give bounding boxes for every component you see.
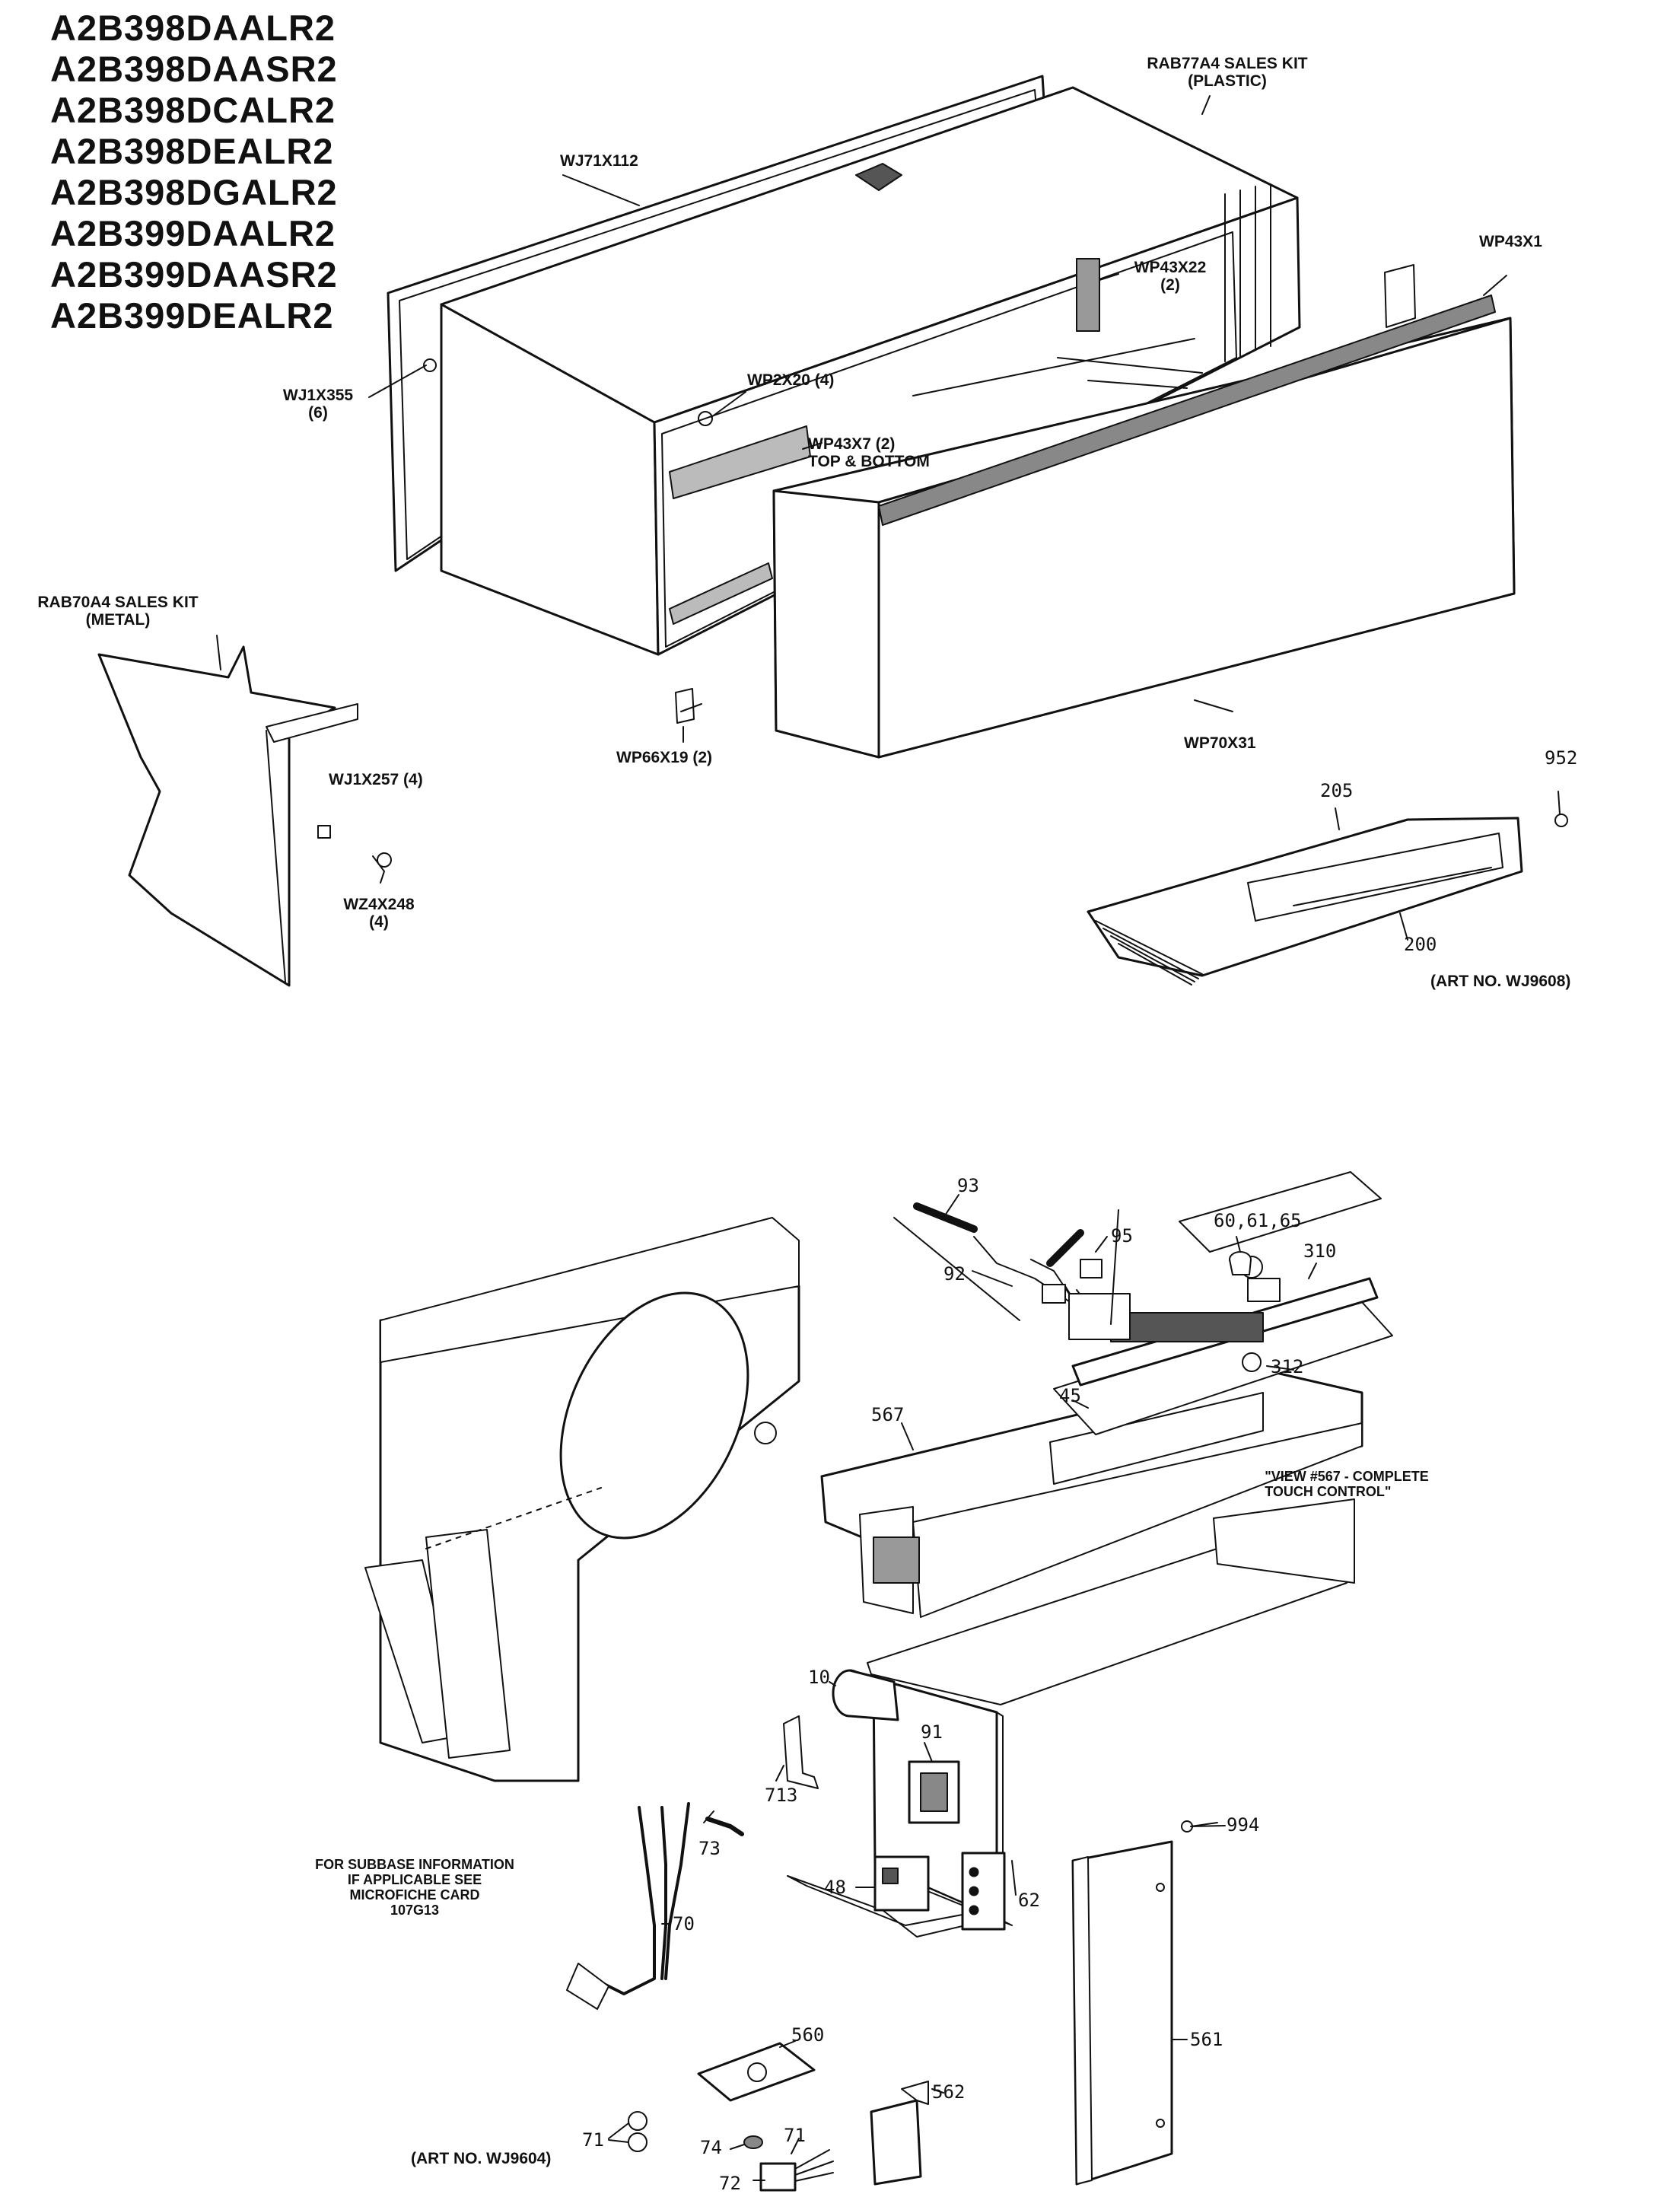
view-note-line: "VIEW #567 - COMPLETE [1265,1469,1429,1484]
part-number-70: 70 [673,1913,695,1934]
harness-92-93-95 [893,1202,1131,1340]
view-567-note: "VIEW #567 - COMPLETE TOUCH CONTROL" [1265,1469,1429,1499]
part-label-wp43x22: WP43X22 (2) [1134,259,1207,294]
model-number: A2B399DAALR2 [50,213,336,253]
part-number-72: 72 [719,2173,741,2194]
part-number-312: 312 [1271,1356,1304,1377]
touch-control-chassis-567 [820,1368,1363,1618]
control-bezel-205-200 [1087,814,1568,986]
knob-60-61-65 [1229,1251,1252,1275]
part-number-93: 93 [957,1175,979,1196]
part-label-wz4x248: WZ4X248 (4) [343,896,414,931]
capacitor-10 [832,1669,899,1721]
part-number-71: 71 [582,2129,604,2151]
part-number-71: 71 [784,2125,806,2146]
bracket-562 [870,2081,929,2186]
part-number-205: 205 [1320,780,1354,801]
part-number-92: 92 [943,1263,966,1285]
transformer-91 [908,1760,960,1824]
part-label-wp2x20: WP2X20 (4) [747,371,835,389]
model-number: A2B399DAASR2 [50,254,338,295]
part-number-45: 45 [1059,1385,1081,1406]
relay-48 [873,1855,930,1912]
model-number: A2B398DCALR2 [50,90,336,130]
model-number: A2B398DEALR2 [50,131,334,171]
sales-kit-metal-label: RAB70A4 SALES KIT (METAL) [37,594,198,629]
sales-kit-plastic-line: (PLASTIC) [1188,72,1267,90]
cable-clip-73 [705,1817,744,1836]
model-number: A2B398DAASR2 [50,49,338,89]
part-number-62: 62 [1018,1890,1040,1911]
model-number: A2B398DGALR2 [50,172,338,212]
part-label-qty: (2) [1160,276,1180,294]
terminal-block-62 [961,1852,1006,1931]
part-label-qty: (6) [308,404,328,422]
part-label-text: WJ1X355 [282,387,354,404]
view-note-line: TOUCH CONTROL" [1265,1484,1392,1499]
part-number-10: 10 [808,1667,830,1688]
plugs-71 [628,2111,648,2152]
part-number-48: 48 [824,1877,846,1898]
subbase-note-line: FOR SUBBASE INFORMATION [315,1857,514,1872]
part-label-wj1x355: WJ1X355 (6) [283,387,353,422]
sales-kit-plastic-line: RAB77A4 SALES KIT [1147,55,1308,72]
mounting-plate [364,1217,800,1782]
mounting-bracket-560 [697,2042,816,2102]
sales-kit-metal-line: (METAL) [85,611,151,629]
power-cord-70 [566,1802,690,2010]
leader-lines-top [216,95,1561,941]
part-label-wp70x31: WP70X31 [1184,734,1256,752]
screw-994 [1181,1820,1218,1833]
part-label-text: WZ4X248 [343,896,415,913]
part-number-994: 994 [1227,1814,1260,1836]
part-label-wj71x112: WJ71X112 [560,152,638,170]
part-number-560: 560 [791,2024,825,2046]
part-label-text: WP43X7 (2) [808,435,896,453]
subbase-note-line: 107G13 [390,1903,440,1918]
art-number-bottom: (ART NO. WJ9604) [411,2150,552,2167]
subbase-note-line: MICROFICHE CARD [349,1887,480,1903]
part-label-wj1x257: WJ1X257 (4) [329,771,423,788]
model-number-list: A2B398DAALR2 A2B398DAASR2 A2B398DCALR2 A… [50,8,338,336]
display-board-310 [1053,1171,1393,1435]
connector-72 [759,2149,834,2192]
clip-wp66x19 [675,688,702,724]
bracket-713 [783,1715,819,1789]
part-number-310: 310 [1303,1240,1337,1262]
part-number-200: 200 [1404,934,1437,955]
part-number-561: 561 [1190,2029,1223,2050]
subbase-note: FOR SUBBASE INFORMATION IF APPLICABLE SE… [315,1857,514,1918]
subbase-note-line: IF APPLICABLE SEE [347,1872,482,1887]
part-label-qty: (4) [369,913,389,931]
part-number-713: 713 [765,1785,798,1806]
part-label-wp43x1: WP43X1 [1479,233,1542,250]
access-cover-561 [1071,1840,1173,2186]
part-number-91: 91 [921,1721,943,1743]
part-number-60-61-65: 60,61,65 [1214,1210,1302,1231]
model-number: A2B398DAALR2 [50,8,336,48]
part-number-952: 952 [1545,747,1578,769]
sales-kit-plastic-label: RAB77A4 SALES KIT (PLASTIC) [1147,55,1307,90]
part-number-95: 95 [1111,1225,1133,1247]
part-label-note: TOP & BOTTOM [808,453,930,470]
sales-kit-metal [97,645,392,987]
part-number-562: 562 [932,2081,966,2103]
front-panel-wp70x31 [772,264,1516,759]
part-number-567: 567 [871,1404,905,1425]
part-number-73: 73 [698,1838,721,1859]
part-label-text: WP43X22 [1134,259,1207,276]
part-label-wp43x7: WP43X7 (2) TOP & BOTTOM [808,435,930,470]
art-number-top: (ART NO. WJ9608) [1430,973,1571,990]
sales-kit-metal-line: RAB70A4 SALES KIT [37,594,199,611]
part-number-74: 74 [700,2137,722,2158]
model-number: A2B399DEALR2 [50,295,334,336]
part-label-wp66x19: WP66X19 (2) [616,749,713,766]
leader-lines-bottom [608,1194,1317,2181]
knob-74 [743,2135,763,2149]
